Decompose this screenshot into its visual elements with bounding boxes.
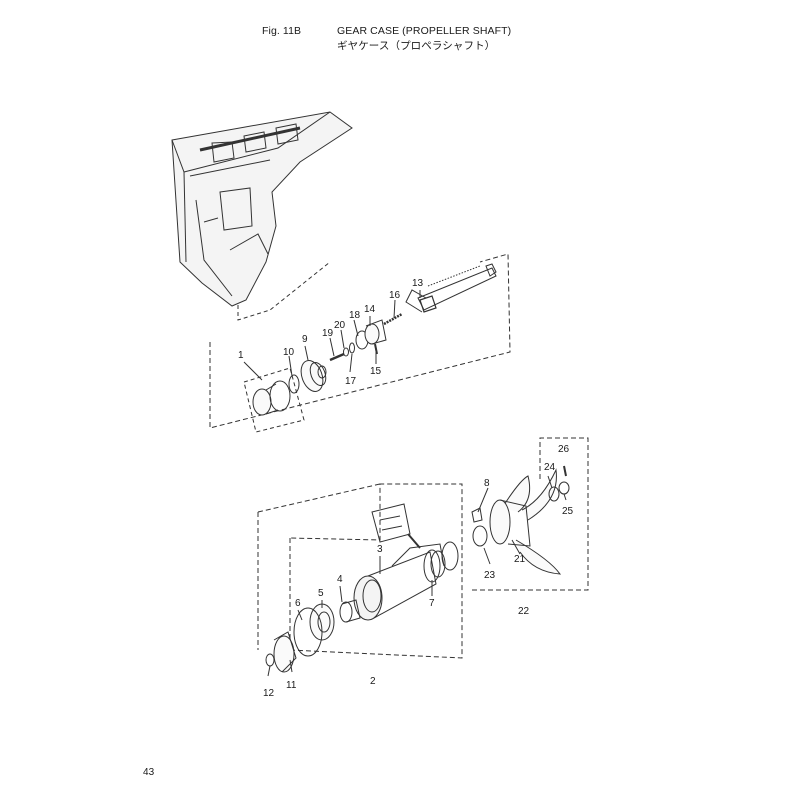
upper-parts-box bbox=[209, 253, 511, 429]
callout-2: 2 bbox=[370, 676, 376, 687]
callout-20: 20 bbox=[334, 320, 346, 331]
bearing-1 bbox=[252, 380, 291, 416]
callout-14: 14 bbox=[364, 304, 376, 315]
washer-17 bbox=[349, 342, 355, 354]
callout-12: 12 bbox=[263, 688, 275, 699]
callout-4: 4 bbox=[337, 574, 343, 585]
callout-labels: 1 2 3 4 5 6 7 8 9 10 11 12 13 14 15 16 1… bbox=[238, 278, 574, 699]
page-number: 43 bbox=[143, 767, 155, 778]
spacer-23 bbox=[472, 525, 488, 547]
callout-17: 17 bbox=[345, 376, 357, 387]
clutch-14 bbox=[364, 319, 387, 345]
bearing-1-box bbox=[243, 367, 305, 433]
callout-26: 26 bbox=[558, 444, 570, 455]
callout-7: 7 bbox=[429, 598, 435, 609]
callout-15: 15 bbox=[370, 366, 382, 377]
seal-7 bbox=[430, 541, 459, 578]
pin-15 bbox=[374, 343, 378, 355]
spring-16 bbox=[383, 312, 403, 326]
callout-19: 19 bbox=[322, 328, 334, 339]
callout-23: 23 bbox=[484, 570, 496, 581]
callout-5: 5 bbox=[318, 588, 324, 599]
callout-9: 9 bbox=[302, 334, 308, 345]
washer-24 bbox=[548, 486, 560, 502]
fitting-8 bbox=[471, 507, 483, 523]
propeller-shaft bbox=[405, 263, 497, 313]
callout-1: 1 bbox=[238, 350, 244, 361]
nut-25 bbox=[558, 481, 570, 495]
callout-10: 10 bbox=[283, 347, 295, 358]
callout-6: 6 bbox=[295, 598, 301, 609]
callout-22: 22 bbox=[518, 606, 530, 617]
forward-gear-11 bbox=[273, 631, 297, 673]
needle-bearing-4 bbox=[339, 599, 361, 623]
cotter-pin-26 bbox=[563, 465, 567, 477]
bearing-housing bbox=[353, 543, 445, 621]
title-japanese: ギヤケース（プロペラシャフト） bbox=[337, 40, 496, 52]
callout-18: 18 bbox=[349, 310, 361, 321]
callout-13: 13 bbox=[412, 278, 424, 289]
o-ring-6 bbox=[293, 607, 323, 657]
callout-3: 3 bbox=[377, 544, 383, 555]
pin-19 bbox=[329, 352, 345, 362]
detail-inset bbox=[371, 503, 421, 549]
gear-case-housing bbox=[171, 111, 353, 307]
figure-number: Fig. 11B bbox=[262, 25, 302, 37]
ring-20 bbox=[343, 347, 349, 357]
title-english: GEAR CASE (PROPELLER SHAFT) bbox=[337, 25, 512, 37]
callout-16: 16 bbox=[389, 290, 401, 301]
callout-24: 24 bbox=[544, 462, 556, 473]
callout-8: 8 bbox=[484, 478, 490, 489]
washer-12 bbox=[265, 653, 275, 667]
callout-25: 25 bbox=[562, 506, 574, 517]
callout-11: 11 bbox=[286, 680, 297, 691]
propeller bbox=[489, 468, 562, 575]
callout-21: 21 bbox=[514, 554, 526, 565]
thrust-washer-10 bbox=[288, 374, 300, 394]
propeller-group-box bbox=[472, 437, 589, 591]
reverse-gear-9 bbox=[300, 360, 327, 392]
